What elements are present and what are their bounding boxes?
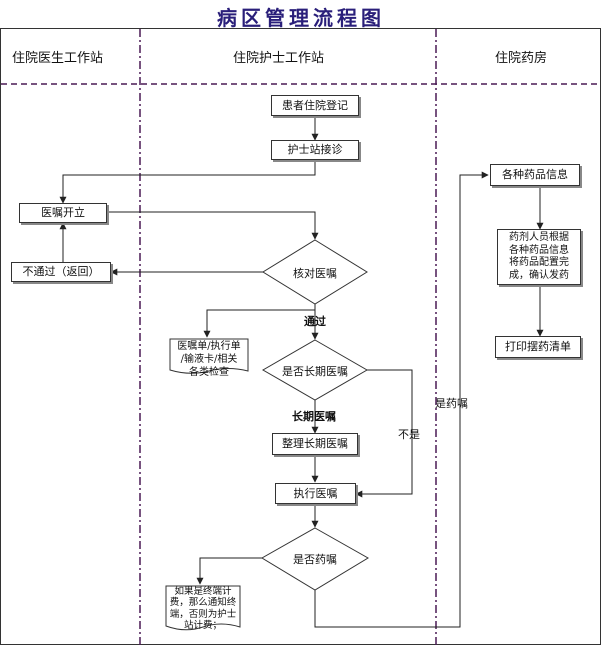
organize-box: 整理长期医嘱 (272, 433, 358, 455)
billing-text: 如果是终端计 费，那么通知终 端，否则为护士 站计费； (169, 586, 237, 632)
edge-receive-order (59, 160, 316, 204)
edge-drug-billing (196, 557, 262, 585)
print-list-box: 打印摆药清单 (495, 336, 581, 358)
order-issue-box: 医嘱开立 (19, 203, 107, 223)
edge-longterm-no-execute (355, 369, 413, 498)
billing-document (165, 585, 241, 631)
edge-label-is-drug: 是药嘱 (435, 397, 468, 410)
edge-verify-printdocs (203, 309, 315, 338)
drug-text: 是否药嘱 (293, 553, 337, 566)
page-title: 病区管理流程图 (217, 6, 385, 30)
edge-label-pass: 通过 (304, 315, 326, 328)
edge-label-no: 不是 (398, 428, 420, 441)
outer-frame (0, 28, 601, 645)
nurse-receive-box: 护士站接诊 (271, 140, 359, 160)
edge-order-verify (107, 211, 319, 240)
verify-text: 核对医嘱 (293, 267, 337, 280)
lane-header-pharmacy: 住院药房 (495, 51, 548, 66)
drug-info-box: 各种药品信息 (490, 164, 580, 186)
print-docs-document (169, 338, 249, 374)
lane-header-nurse: 住院护士工作站 (233, 51, 325, 66)
long-term-text: 是否长期医嘱 (282, 365, 348, 378)
register-box: 患者住院登记 (271, 95, 359, 116)
edge-label-long-term: 长期医嘱 (292, 410, 336, 423)
print-docs-text: 医嘱单/执行单 /输液卡/相关 各类检查 (177, 341, 241, 378)
execute-box: 执行医嘱 (275, 483, 356, 504)
edge-drug-pharmacy (314, 171, 489, 628)
lane-header-doctor: 住院医生工作站 (12, 51, 104, 66)
reject-box: 不通过（返回） (11, 262, 111, 282)
dispense-box: 药剂人员根据 各种药品信息 将药品配置完 成，确认发药 (497, 229, 581, 285)
